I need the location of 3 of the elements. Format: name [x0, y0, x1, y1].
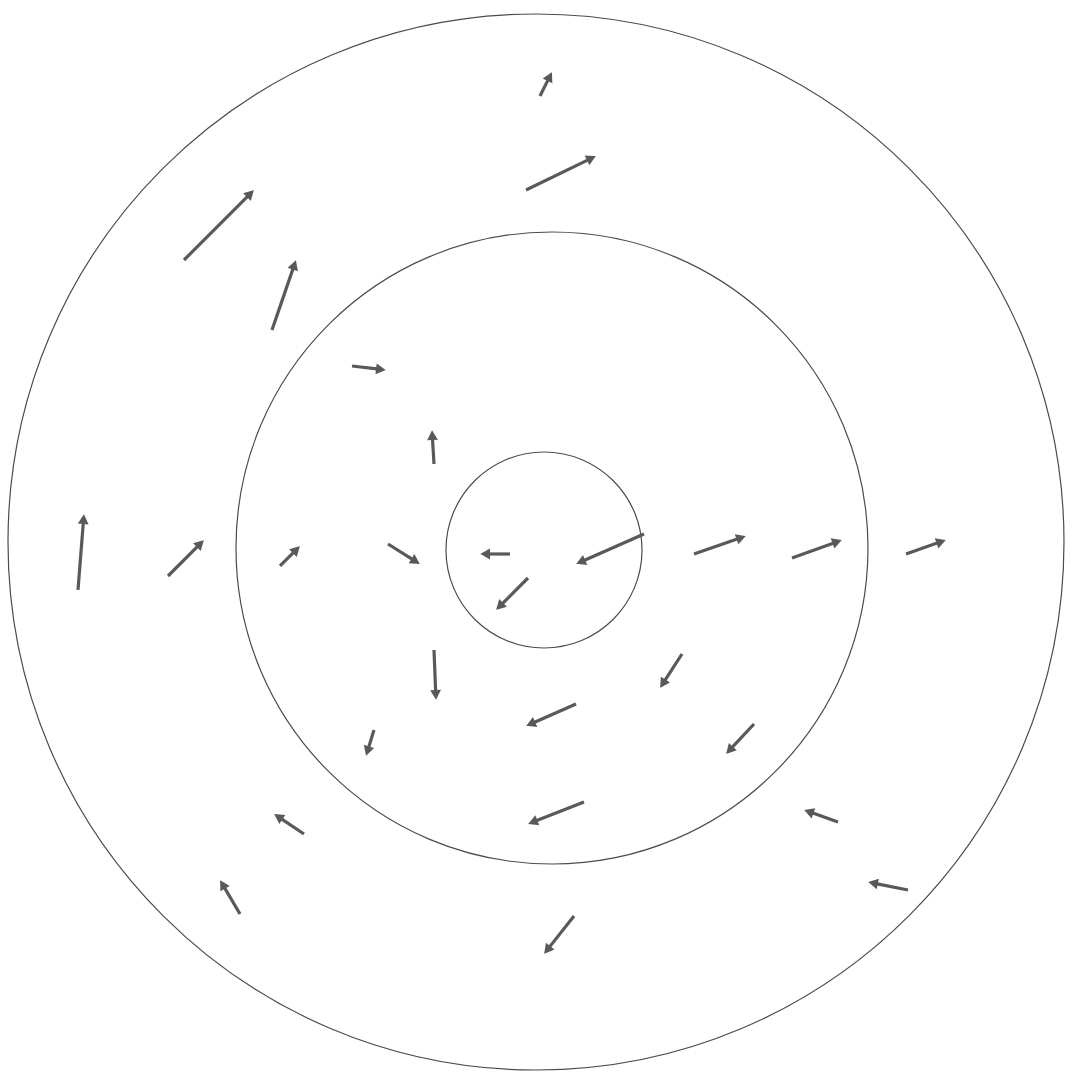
ring-circle [235, 231, 869, 865]
ring-circle [445, 451, 643, 649]
ring-circle [7, 13, 1065, 1071]
